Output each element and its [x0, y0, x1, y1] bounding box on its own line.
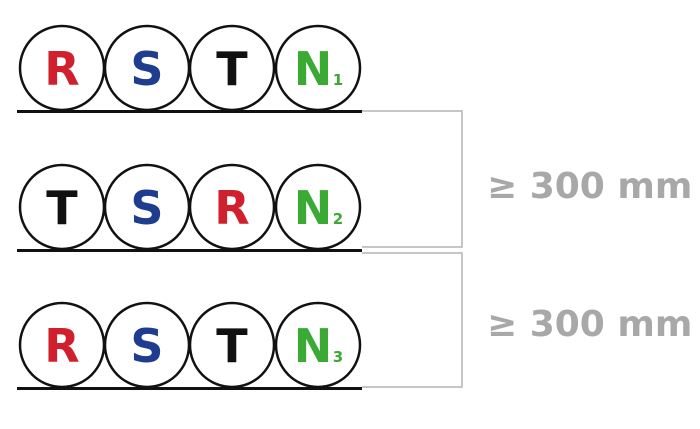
neutral-index: 1: [333, 71, 343, 89]
phase-letter: N: [294, 319, 333, 373]
phase-letter: R: [44, 319, 79, 373]
conductor-t: T: [188, 24, 276, 112]
conductor-r: R: [18, 24, 106, 112]
conductor-r: R: [188, 163, 276, 251]
spacing-label: ≥ 300 mm: [487, 304, 692, 345]
conductor-s: S: [103, 301, 191, 389]
conductor-t: T: [18, 163, 106, 251]
conductor-s: S: [103, 163, 191, 251]
phase-letter: T: [216, 319, 248, 373]
phase-letter: R: [214, 181, 249, 235]
phase-letter: S: [130, 319, 163, 373]
phase-letter: N: [294, 42, 333, 96]
phase-letter: S: [130, 181, 163, 235]
phase-letter: S: [130, 42, 163, 96]
neutral-index: 3: [333, 348, 343, 366]
conductor-s: S: [103, 24, 191, 112]
spacing-bracket: [362, 252, 463, 388]
phase-letter: R: [44, 42, 79, 96]
neutral-index: 2: [333, 210, 343, 228]
phase-letter: T: [216, 42, 248, 96]
spacing-dimension-2: ≥ 300 mm: [362, 252, 692, 388]
conductor-t: T: [188, 301, 276, 389]
phase-letter: T: [46, 181, 78, 235]
spacing-label: ≥ 300 mm: [487, 166, 692, 207]
spacing-dimension-1: ≥ 300 mm: [362, 110, 692, 248]
conductor-r: R: [18, 301, 106, 389]
phase-letter: N: [294, 181, 333, 235]
spacing-brackets: ≥ 300 mm ≥ 300 mm: [362, 110, 692, 388]
spacing-bracket: [362, 110, 463, 248]
